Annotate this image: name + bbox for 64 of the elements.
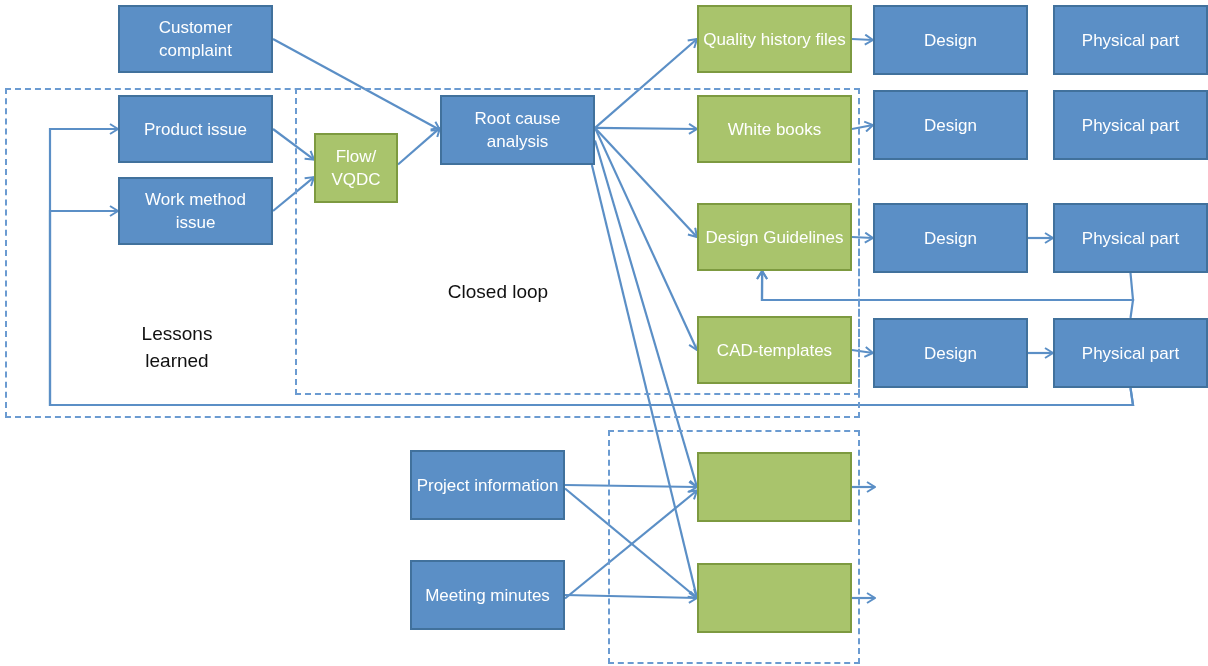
process-box xyxy=(1053,318,1208,388)
arrow xyxy=(852,592,876,604)
arrow xyxy=(851,33,874,46)
arrow xyxy=(565,480,698,493)
arrow xyxy=(594,38,698,129)
process-box xyxy=(697,95,852,163)
process-box xyxy=(697,316,852,384)
box-label: Design xyxy=(924,29,977,52)
box-label: Work method issue xyxy=(144,189,247,234)
process-box xyxy=(118,177,273,245)
process-box xyxy=(1053,90,1208,160)
box-label: Root cause analysis xyxy=(473,108,562,153)
arrow xyxy=(595,122,698,135)
arrow xyxy=(272,128,315,161)
process-box xyxy=(873,5,1028,75)
box-label: Customer complaint xyxy=(157,17,234,62)
box-label: White books xyxy=(727,118,822,141)
box-label: Physical part xyxy=(1081,227,1180,250)
process-box xyxy=(873,90,1028,160)
process-box xyxy=(873,203,1028,273)
arrow xyxy=(272,38,441,132)
dashed-boundary xyxy=(295,88,860,395)
arrow xyxy=(594,127,698,238)
process-box xyxy=(410,450,565,520)
box-label: Physical part xyxy=(1081,342,1180,365)
box-label: Physical part xyxy=(1081,29,1180,52)
process-box xyxy=(410,560,565,630)
arrow xyxy=(48,205,1135,407)
arrow xyxy=(851,231,874,244)
arrow xyxy=(852,481,876,493)
box-label: Project information xyxy=(416,474,559,497)
arrow xyxy=(756,270,1135,319)
arrow xyxy=(564,591,698,604)
group-title: Closed loop xyxy=(446,280,550,304)
process-box xyxy=(697,203,852,271)
group-title: Lessons learned xyxy=(140,322,214,373)
box-label: Design xyxy=(924,114,977,137)
process-box xyxy=(440,95,595,165)
dashed-boundary xyxy=(5,88,860,418)
process-box xyxy=(873,318,1028,388)
arrow xyxy=(851,120,874,133)
box-label: Design xyxy=(924,342,977,365)
box-label: Design Guidelines xyxy=(705,226,844,249)
process-box xyxy=(697,5,852,73)
arrow xyxy=(1028,232,1054,244)
box-label: Flow/ VQDC xyxy=(330,146,382,191)
arrow xyxy=(851,345,874,358)
arrow xyxy=(397,126,441,166)
process-box xyxy=(1053,203,1208,273)
process-box xyxy=(697,563,852,633)
process-box xyxy=(314,133,398,203)
box-label: Product issue xyxy=(144,118,247,141)
process-box xyxy=(118,95,273,163)
arrow xyxy=(1028,347,1054,359)
box-label: Quality history files xyxy=(703,28,846,51)
process-box xyxy=(1053,5,1208,75)
process-box xyxy=(118,5,273,73)
box-label: Physical part xyxy=(1081,114,1180,137)
box-label: CAD-templates xyxy=(716,339,833,362)
box-label: Meeting minutes xyxy=(425,584,550,607)
dashed-boundary xyxy=(608,430,860,664)
arrow xyxy=(272,176,315,212)
box-label: Design xyxy=(924,227,977,250)
process-box xyxy=(697,452,852,522)
